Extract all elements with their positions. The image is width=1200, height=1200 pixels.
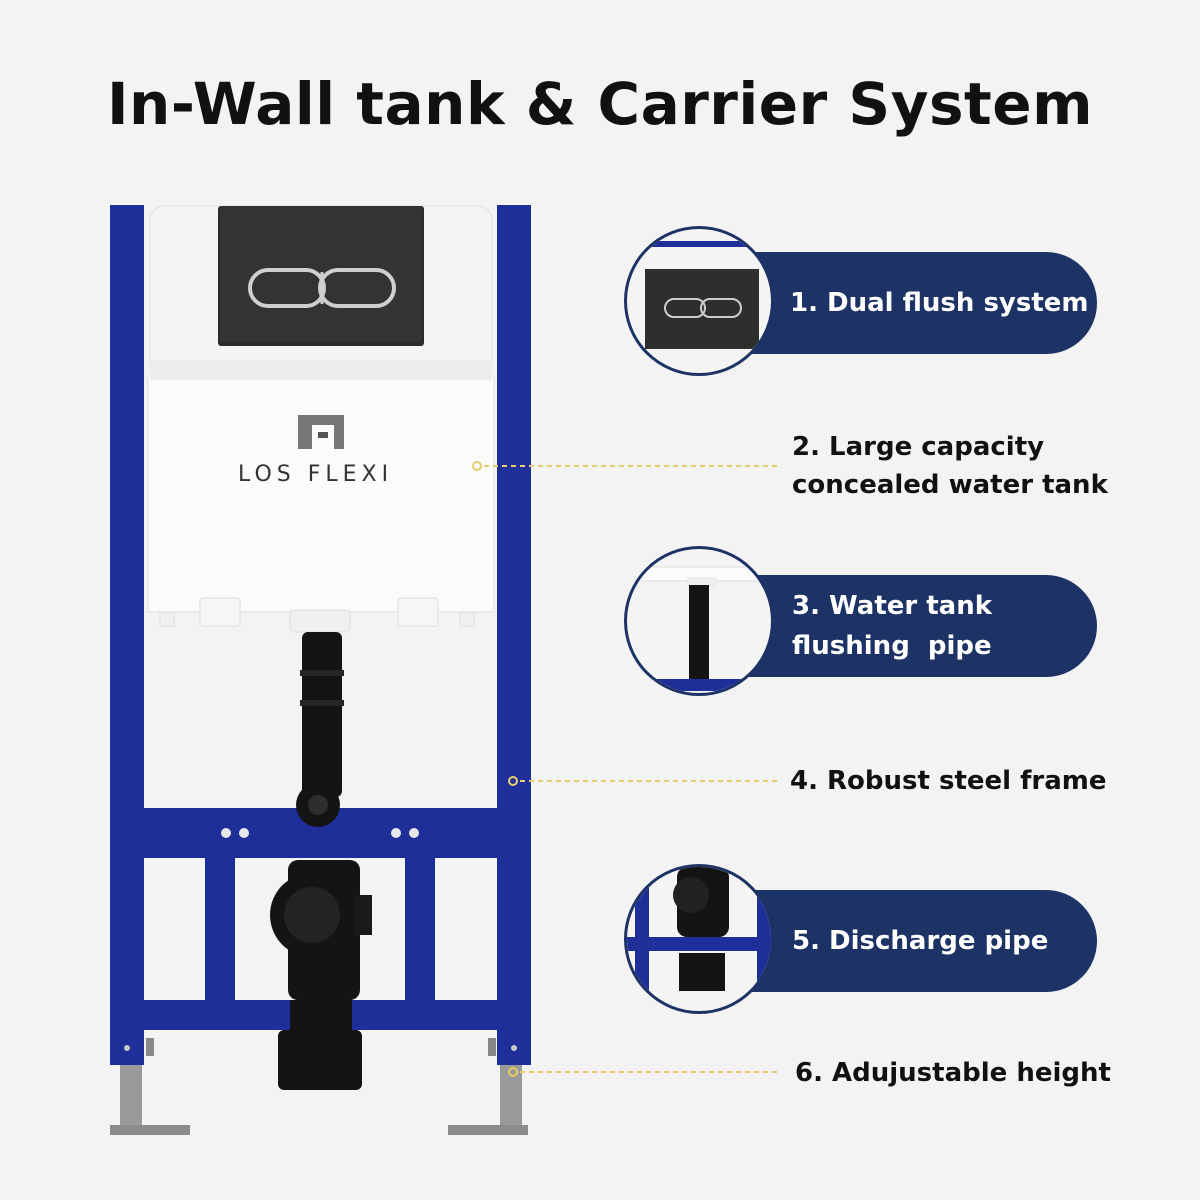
adjustable-feet bbox=[110, 1038, 528, 1135]
feature-2-line-1: 2. Large capacity bbox=[792, 432, 1045, 462]
feature-discharge-pipe-circle bbox=[624, 864, 774, 1014]
feature-large-capacity-label: 2. Large capacity concealed water tank bbox=[792, 428, 1108, 504]
feature-adjustable-height-label: 6. Adujustable height bbox=[795, 1058, 1111, 1088]
leader-large-capacity bbox=[472, 461, 780, 471]
feature-dual-flush-pill: 1. Dual flush system bbox=[700, 252, 1097, 354]
feature-flushing-pipe-circle bbox=[624, 546, 774, 696]
feature-2-line-2: concealed water tank bbox=[792, 470, 1108, 500]
feature-dual-flush-circle bbox=[624, 226, 774, 376]
brand-name: LOS FLEXI bbox=[238, 462, 394, 487]
dual-flush-plate bbox=[218, 206, 424, 346]
flushing-pipe bbox=[296, 632, 344, 827]
feature-5-label: 5. Discharge pipe bbox=[792, 926, 1049, 956]
leader-steel-frame bbox=[508, 776, 780, 786]
feature-1-label: 1. Dual flush system bbox=[790, 288, 1089, 318]
feature-steel-frame-label: 4. Robust steel frame bbox=[790, 766, 1107, 796]
feature-flushing-pipe-pill: 3. Water tank flushing pipe bbox=[700, 575, 1097, 677]
feature-3-line-2: flushing pipe bbox=[792, 631, 992, 661]
steel-frame bbox=[110, 205, 531, 1065]
page-title: In-Wall tank & Carrier System bbox=[106, 70, 1094, 138]
feature-3-line-1: 3. Water tank bbox=[792, 591, 993, 621]
discharge-pipe bbox=[270, 860, 372, 1090]
brand-logo-mark bbox=[298, 415, 344, 449]
leader-adjustable-height bbox=[508, 1067, 780, 1077]
